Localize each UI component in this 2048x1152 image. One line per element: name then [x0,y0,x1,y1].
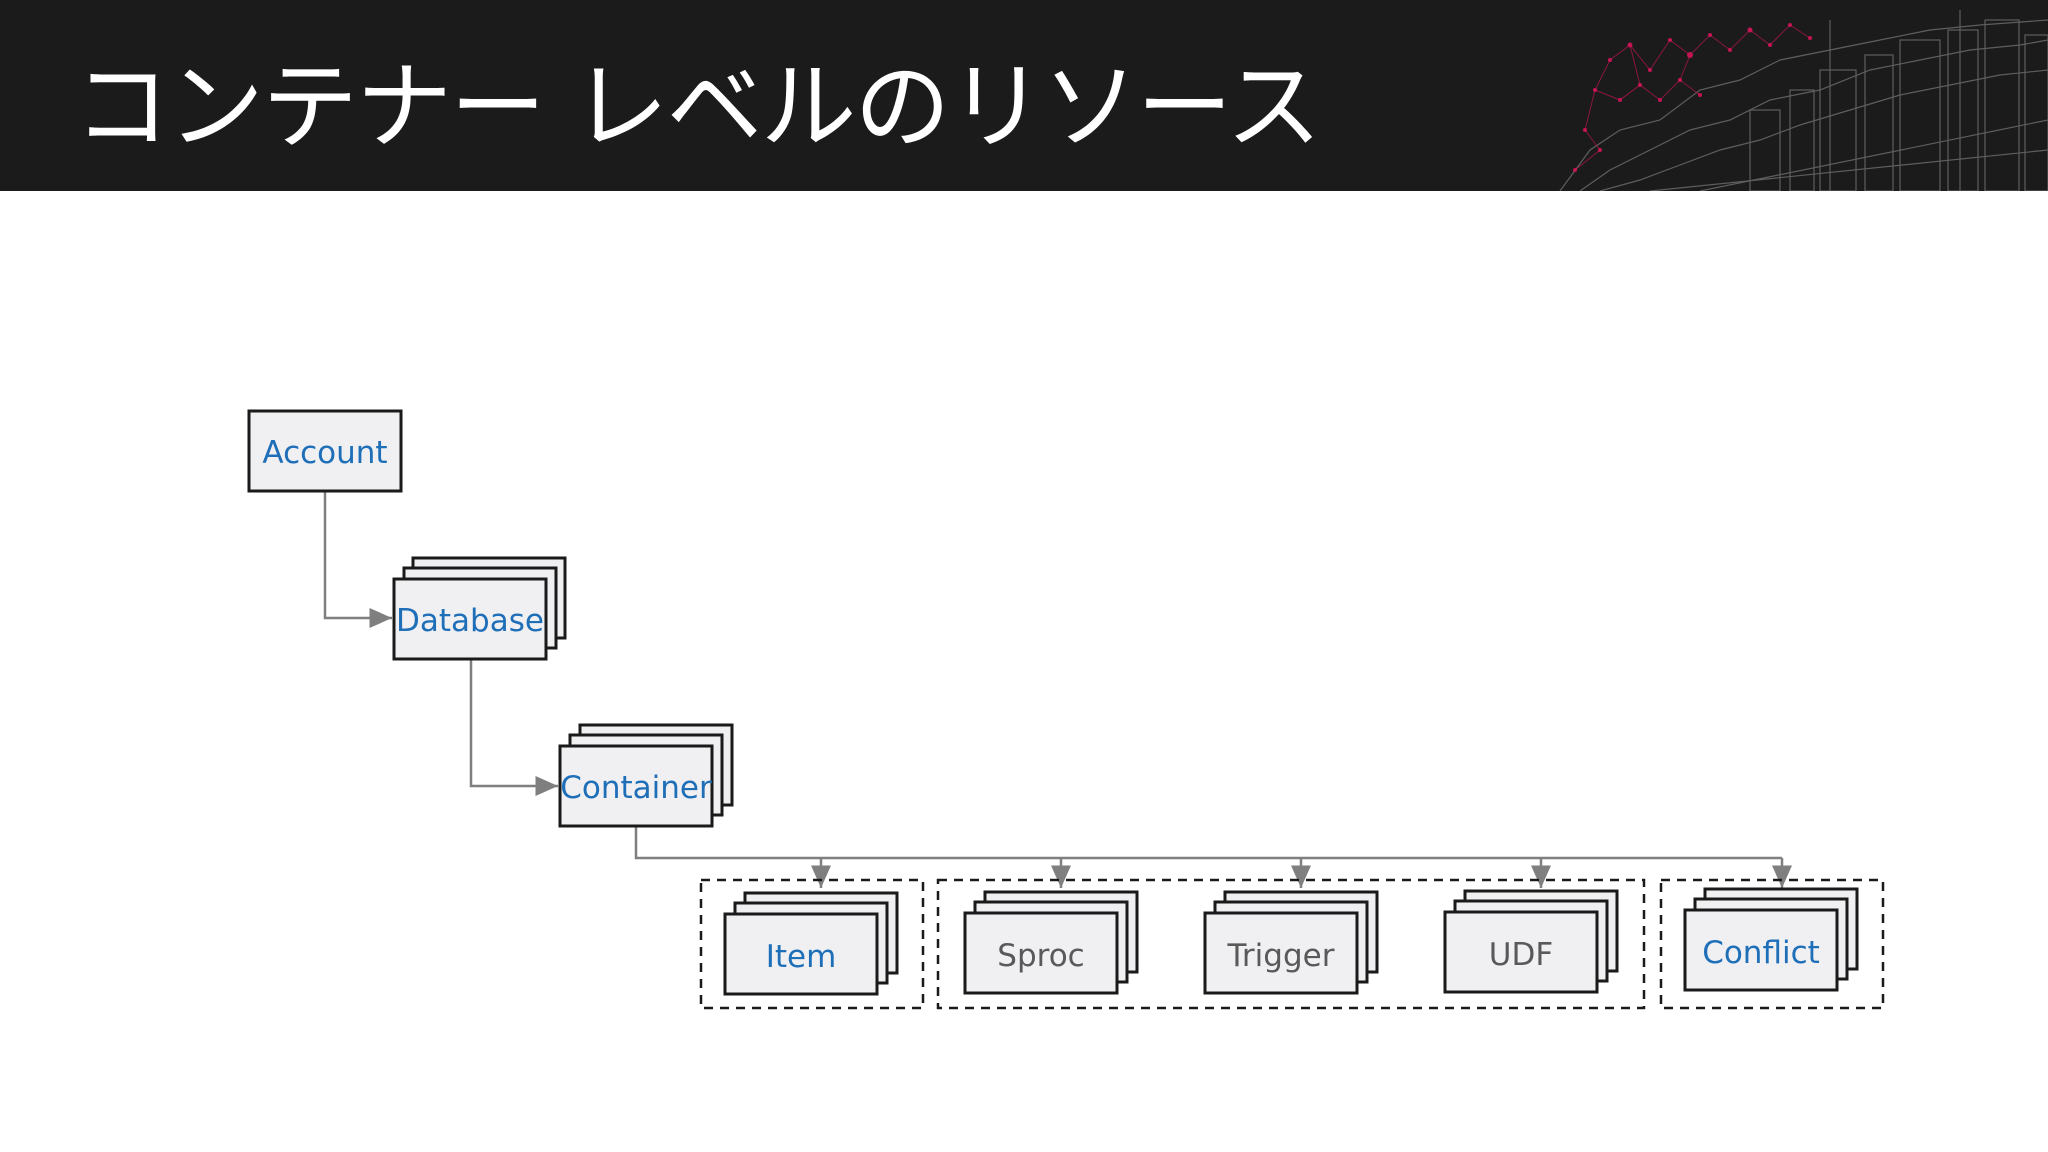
item-node: Item [723,891,899,996]
sproc-label: Sproc [997,938,1084,974]
container-node: Container [558,723,734,828]
dashed-groups [699,878,1885,1010]
account-node: Account [247,409,403,493]
header-bar: コンテナー レベルのリソース [0,0,2048,191]
page-title: コンテナー レベルのリソース [74,51,1322,163]
conflict-node: Conflict [1683,887,1859,992]
container-label: Container [560,770,712,806]
udf-node: UDF [1443,889,1619,994]
item-label: Item [766,939,837,975]
udf-label: UDF [1489,937,1553,973]
database-label: Database [396,603,544,639]
sproc-node: Sproc [963,890,1139,995]
city-network-graphic [1559,10,2048,191]
conflict-label: Conflict [1702,935,1820,971]
account-label: Account [262,435,387,471]
server-side-group-box [936,878,1646,1010]
database-to-container-connector [469,659,558,796]
account-to-database-connector [323,491,392,628]
trigger-node: Trigger [1203,890,1379,995]
connectors [323,491,1792,888]
trigger-label: Trigger [1227,938,1335,974]
container-to-children-connector [634,825,1782,860]
database-node: Database [392,556,567,661]
